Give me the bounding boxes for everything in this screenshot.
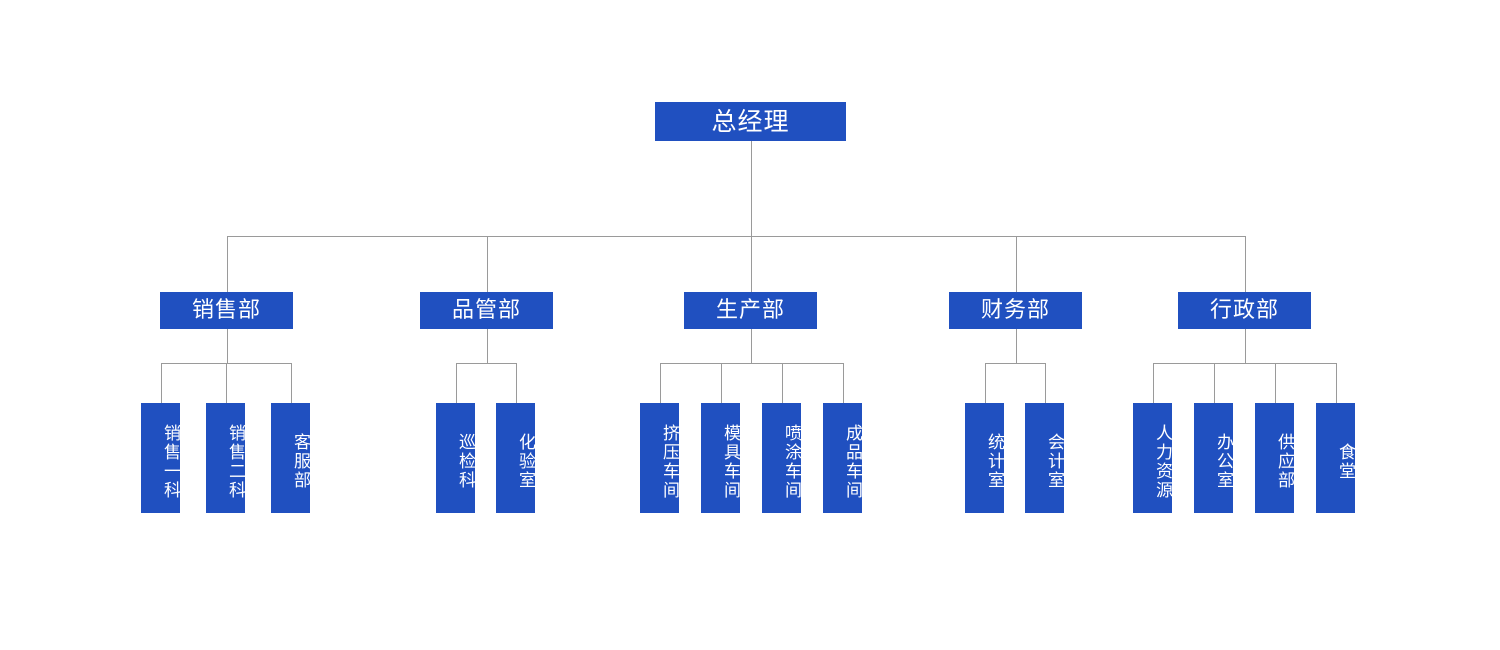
connector-dept-stem-3 <box>1016 329 1017 363</box>
connector-dept-stem-4 <box>1245 329 1246 363</box>
node-dept-1[interactable]: 品管部 <box>420 292 553 329</box>
connector-unit-drop-4-1 <box>1214 363 1215 403</box>
connector-unit-drop-4-0 <box>1153 363 1154 403</box>
connector-dept-drop-0 <box>227 236 228 292</box>
connector-unit-drop-4-2 <box>1275 363 1276 403</box>
connector-unit-bus-3 <box>985 363 1045 364</box>
node-root-general-manager[interactable]: 总经理 <box>655 102 846 141</box>
connector-unit-drop-2-2 <box>782 363 783 403</box>
node-unit-0-1[interactable]: 销售二科 <box>206 403 245 513</box>
connector-dept-drop-4 <box>1245 236 1246 292</box>
node-unit-1-1[interactable]: 化验室 <box>496 403 535 513</box>
node-unit-2-2[interactable]: 喷涂车间 <box>762 403 801 513</box>
node-unit-2-0[interactable]: 挤压车间 <box>640 403 679 513</box>
connector-unit-drop-0-2 <box>291 363 292 403</box>
node-dept-3[interactable]: 财务部 <box>949 292 1082 329</box>
connector-unit-drop-2-3 <box>843 363 844 403</box>
node-unit-0-0[interactable]: 销售一科 <box>141 403 180 513</box>
connector-unit-drop-1-1 <box>516 363 517 403</box>
connector-level1-bus <box>227 236 1245 237</box>
node-unit-2-1[interactable]: 模具车间 <box>701 403 740 513</box>
node-unit-0-2[interactable]: 客服部 <box>271 403 310 513</box>
connector-unit-drop-4-3 <box>1336 363 1337 403</box>
node-unit-4-0[interactable]: 人力资源 <box>1133 403 1172 513</box>
connector-unit-drop-2-0 <box>660 363 661 403</box>
node-unit-4-2[interactable]: 供应部 <box>1255 403 1294 513</box>
connector-dept-stem-0 <box>227 329 228 363</box>
node-dept-2[interactable]: 生产部 <box>684 292 817 329</box>
connector-dept-drop-2 <box>751 236 752 292</box>
connector-unit-drop-1-0 <box>456 363 457 403</box>
node-unit-3-0[interactable]: 统计室 <box>965 403 1004 513</box>
connector-unit-bus-4 <box>1153 363 1336 364</box>
connector-unit-bus-2 <box>660 363 843 364</box>
connector-dept-stem-2 <box>751 329 752 363</box>
connector-unit-drop-3-0 <box>985 363 986 403</box>
node-unit-4-3[interactable]: 食堂 <box>1316 403 1355 513</box>
connector-unit-drop-2-1 <box>721 363 722 403</box>
node-unit-4-1[interactable]: 办公室 <box>1194 403 1233 513</box>
connector-dept-drop-3 <box>1016 236 1017 292</box>
connector-unit-drop-0-1 <box>226 363 227 403</box>
node-dept-4[interactable]: 行政部 <box>1178 292 1311 329</box>
connector-dept-drop-1 <box>487 236 488 292</box>
node-unit-3-1[interactable]: 会计室 <box>1025 403 1064 513</box>
connector-unit-drop-0-0 <box>161 363 162 403</box>
node-dept-0[interactable]: 销售部 <box>160 292 293 329</box>
connector-root-stem <box>751 141 752 236</box>
node-unit-1-0[interactable]: 巡检科 <box>436 403 475 513</box>
node-unit-2-3[interactable]: 成品车间 <box>823 403 862 513</box>
connector-dept-stem-1 <box>487 329 488 363</box>
connector-unit-bus-1 <box>456 363 516 364</box>
connector-unit-drop-3-1 <box>1045 363 1046 403</box>
